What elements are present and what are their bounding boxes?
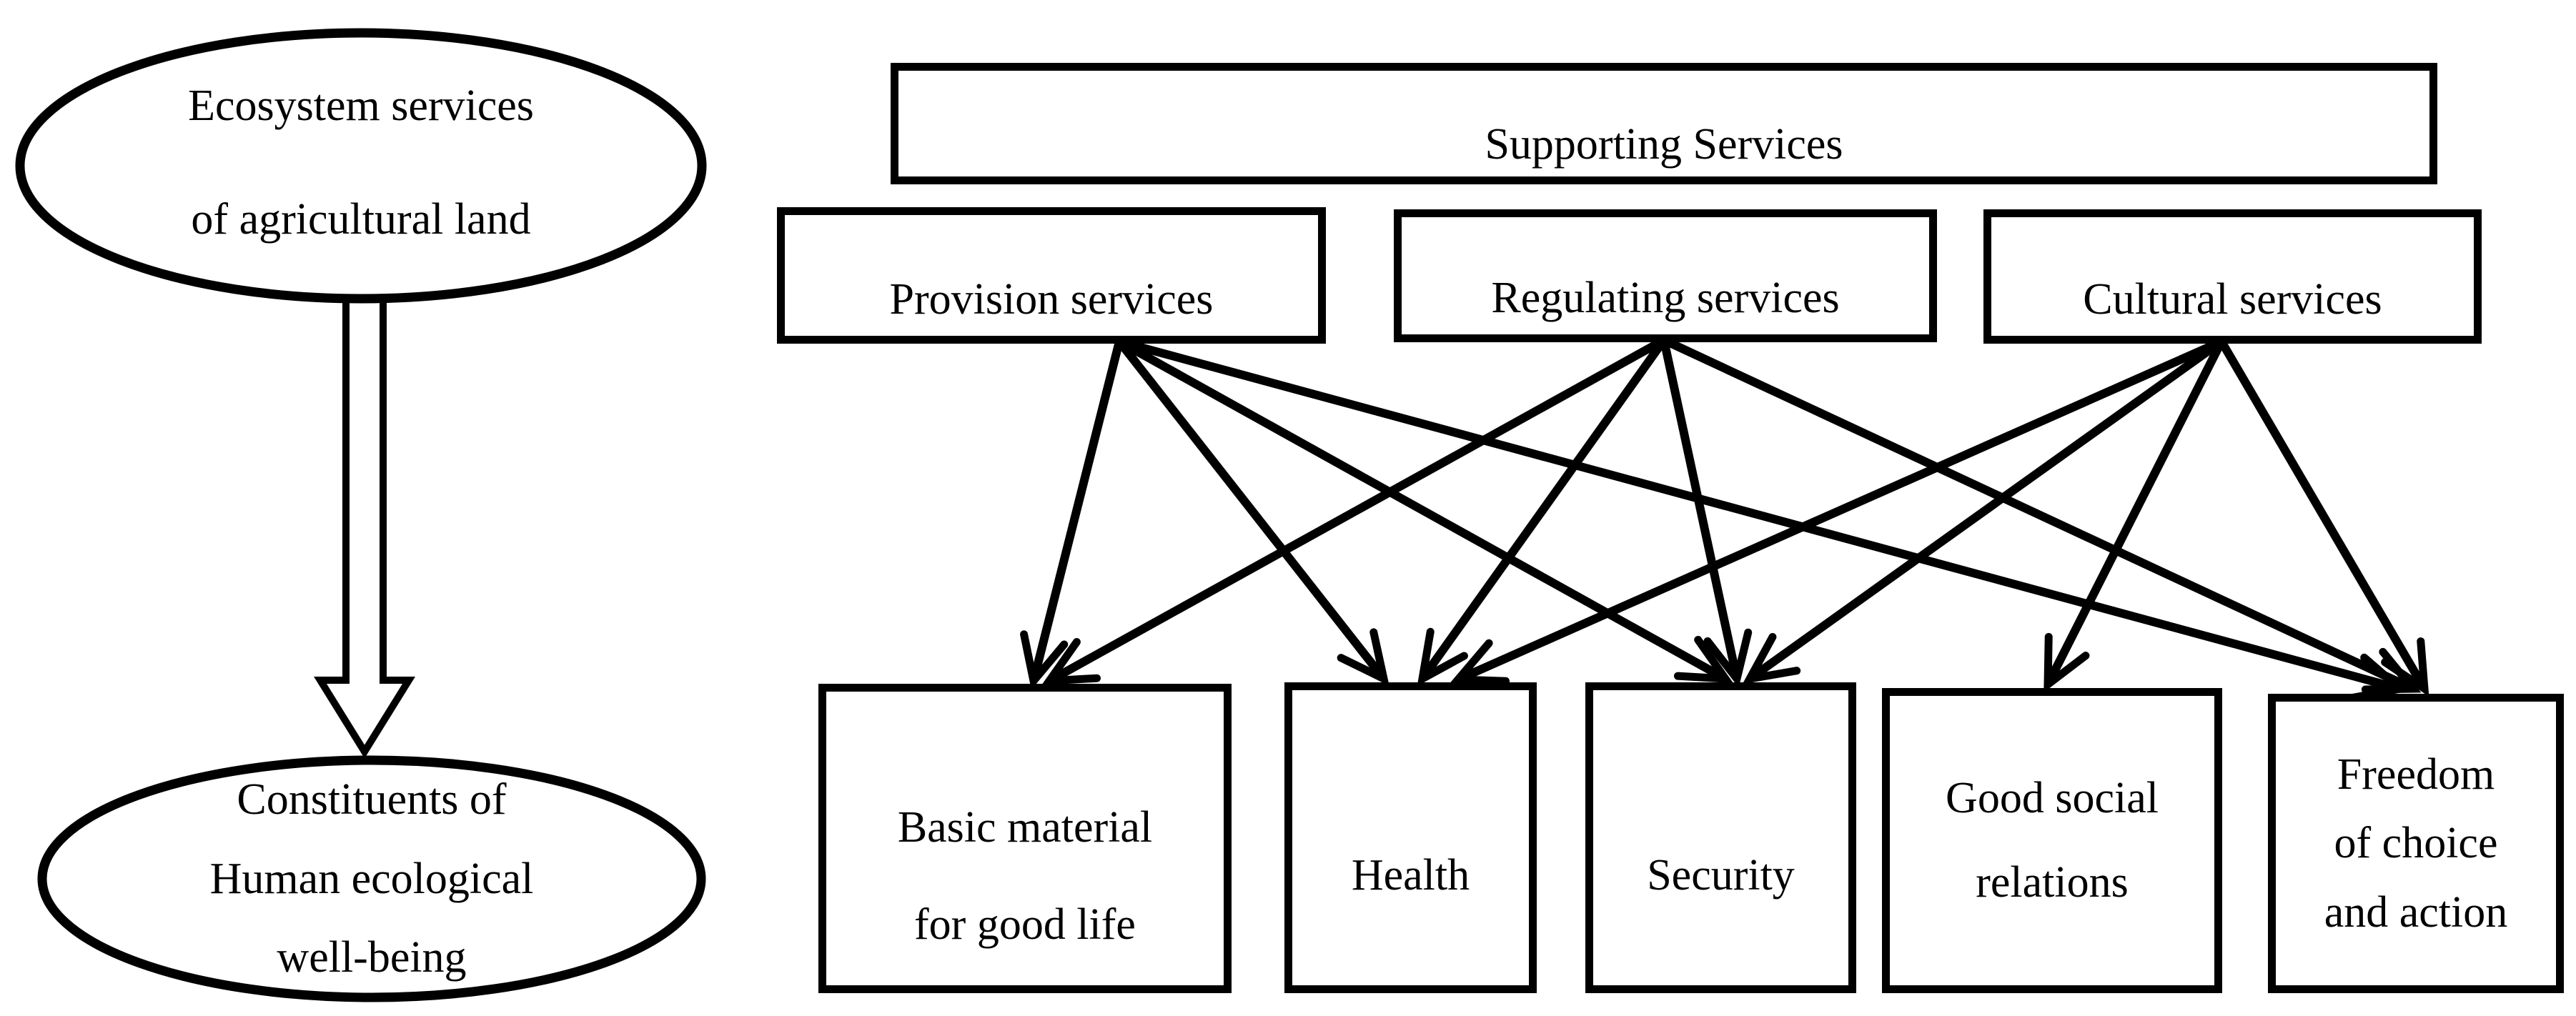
- wellbeing-ellipse-label: Constituents of Human ecological well-be…: [64, 766, 679, 992]
- label-line: Good social: [1946, 773, 2159, 822]
- ecosystem-to-wellbeing-arrow: [314, 292, 415, 759]
- cultural-services-label: Cultural services: [2083, 274, 2382, 324]
- label-line: Constituents of: [237, 775, 507, 825]
- provision-services-label: Provision services: [889, 274, 1214, 324]
- arrow-cultural-to-social: [2044, 339, 2226, 693]
- regulating-services-box: Regulating services: [1394, 209, 1937, 342]
- arrow-cultural-to-freedom: [2217, 339, 2429, 697]
- supporting-services-box: Supporting Services: [891, 63, 2437, 184]
- arrow-regulating-to-basic: [1041, 336, 1666, 686]
- arrow-cultural-to-health: [1450, 337, 2224, 685]
- label-line: well-being: [277, 933, 467, 982]
- label-line: of agricultural land: [191, 194, 531, 244]
- wellbeing-ellipse: [37, 755, 706, 1002]
- arrow-regulating-to-freedom: [1662, 336, 2422, 694]
- arrow-provision-to-health: [1116, 339, 1389, 686]
- regulating-services-label: Regulating services: [1491, 273, 1840, 322]
- ecosystem-ellipse: [15, 28, 707, 304]
- arrow-regulating-to-security: [1660, 339, 1753, 688]
- ecosystem-ellipse-label: Ecosystem services of agricultural land: [43, 39, 679, 286]
- label-line: Ecosystem services: [188, 81, 534, 131]
- label-line: Human ecological: [209, 854, 534, 903]
- label-line: Basic material: [897, 802, 1153, 852]
- arrow-cultural-to-security: [1742, 338, 2224, 684]
- label-line: of choice: [2334, 819, 2498, 868]
- security-label: Security: [1647, 850, 1795, 900]
- service-arrows-group: [1020, 336, 2429, 702]
- health-label: Health: [1351, 850, 1470, 900]
- arrow-regulating-to-health: [1417, 337, 1668, 687]
- basic-material-box: Basic material for good life: [818, 684, 1232, 993]
- label-line: and action: [2324, 887, 2508, 937]
- security-box: Security: [1585, 682, 1856, 993]
- freedom-of-choice-box: Freedom of choice and action: [2268, 694, 2564, 993]
- supporting-services-label: Supporting Services: [1485, 119, 1843, 169]
- arrow-provision-to-freedom: [1118, 337, 2409, 702]
- arrow-provision-to-basic: [1020, 340, 1124, 690]
- good-social-relations-box: Good social relations: [1882, 688, 2222, 993]
- arrow-provision-to-security: [1117, 337, 1734, 684]
- health-box: Health: [1284, 682, 1537, 993]
- provision-services-box: Provision services: [777, 207, 1326, 344]
- label-line: for good life: [914, 900, 1136, 949]
- cultural-services-box: Cultural services: [1983, 209, 2482, 344]
- label-line: relations: [1976, 857, 2129, 907]
- label-line: Freedom: [2337, 750, 2495, 800]
